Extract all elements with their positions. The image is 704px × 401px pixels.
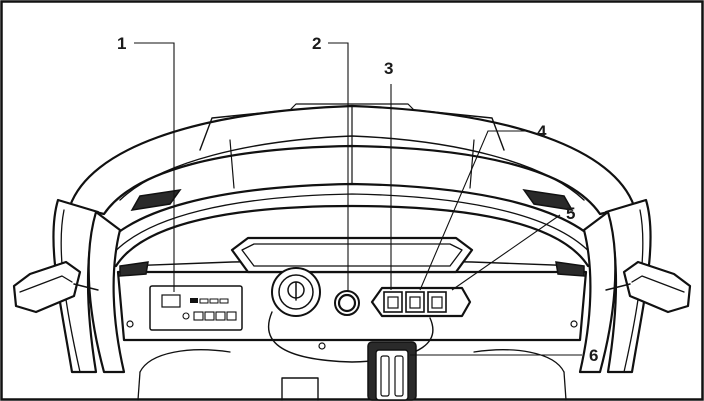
callout-2: 2 [312, 34, 321, 53]
callout-leaders [134, 42, 582, 356]
callout-6: 6 [589, 346, 598, 365]
callout-3: 3 [384, 59, 393, 78]
display-unit [149, 285, 243, 331]
callout-5: 5 [566, 204, 575, 223]
switch-cluster [370, 286, 472, 318]
steering-column [267, 267, 434, 363]
left-mirror [12, 260, 99, 314]
callout-1: 1 [117, 34, 126, 53]
floor-details [137, 349, 567, 401]
instrument-hood [230, 236, 474, 274]
accelerator-pedal [367, 341, 417, 401]
left-pillar [52, 198, 126, 374]
key-switch [334, 290, 360, 316]
right-mirror [605, 260, 692, 314]
callout-labels: 1 2 3 4 5 6 [117, 34, 598, 365]
callout-4: 4 [537, 122, 547, 141]
